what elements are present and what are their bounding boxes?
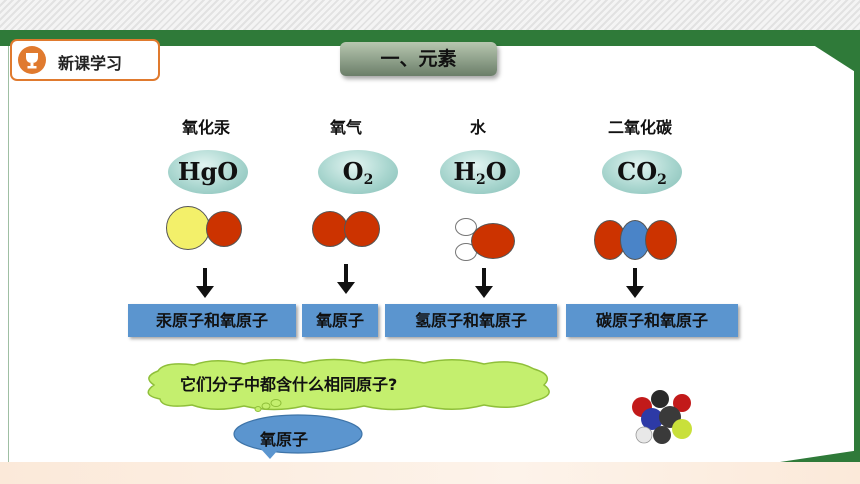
answer-text: 氧原子	[260, 430, 309, 449]
right-green-bar	[854, 30, 860, 460]
formula-3-after: O	[485, 157, 507, 186]
formula-3-sub: 2	[476, 172, 486, 188]
formula-1-main: HgO	[177, 157, 239, 186]
left-border-line	[8, 46, 9, 464]
oxygen-atom	[312, 211, 348, 247]
substance-name-2: 氧气	[329, 118, 362, 137]
formula-3-main: H	[453, 157, 477, 186]
formula-4-main: CO	[617, 157, 658, 186]
arrow-down-icon	[475, 268, 493, 298]
result-box-3: 氢原子和氧原子	[385, 304, 557, 337]
answer-bubble	[233, 414, 363, 459]
header-green-bar	[0, 30, 860, 46]
substance-name-4: 二氧化碳	[607, 118, 672, 137]
trophy-icon	[18, 46, 46, 74]
result-box-1: 汞原子和氧原子	[128, 304, 296, 337]
arrow-down-icon	[626, 268, 644, 298]
hydrogen-atom	[455, 218, 477, 236]
oxygen-atom	[344, 211, 380, 247]
header-green-corner	[790, 30, 860, 75]
thought-dots	[254, 399, 282, 412]
result-box-2: 氧原子	[302, 304, 378, 337]
bottom-band	[0, 462, 860, 484]
arrow-down-icon	[337, 264, 355, 294]
lesson-label: 新课学习	[58, 54, 123, 73]
result-box-4: 碳原子和氧原子	[566, 304, 738, 337]
substance-name-1: 氧化汞	[181, 118, 230, 137]
oxygen-atom	[471, 223, 515, 259]
bottom-green-corner	[780, 450, 860, 462]
formula-2: O2	[318, 150, 398, 194]
mercury-atom	[166, 206, 210, 250]
formula-3: H2O	[440, 150, 520, 194]
formula-2-main: O	[342, 157, 364, 186]
formula-4-sub: 2	[657, 172, 667, 188]
oxygen-atom	[645, 220, 677, 260]
substance-name-3: 水	[469, 118, 486, 137]
question-cloud	[147, 358, 550, 411]
molecule-model-icon	[632, 390, 692, 444]
top-pattern-band	[0, 0, 860, 30]
formula-1: HgO	[168, 150, 248, 194]
arrow-down-icon	[196, 268, 214, 298]
section-title: 一、元素	[340, 42, 497, 76]
formula-2-sub: 2	[363, 172, 374, 188]
formula-4: CO2	[602, 150, 682, 194]
lesson-tag: 新课学习	[10, 39, 160, 81]
question-text: 它们分子中都含什么相同原子?	[180, 375, 398, 394]
oxygen-atom	[206, 211, 242, 247]
